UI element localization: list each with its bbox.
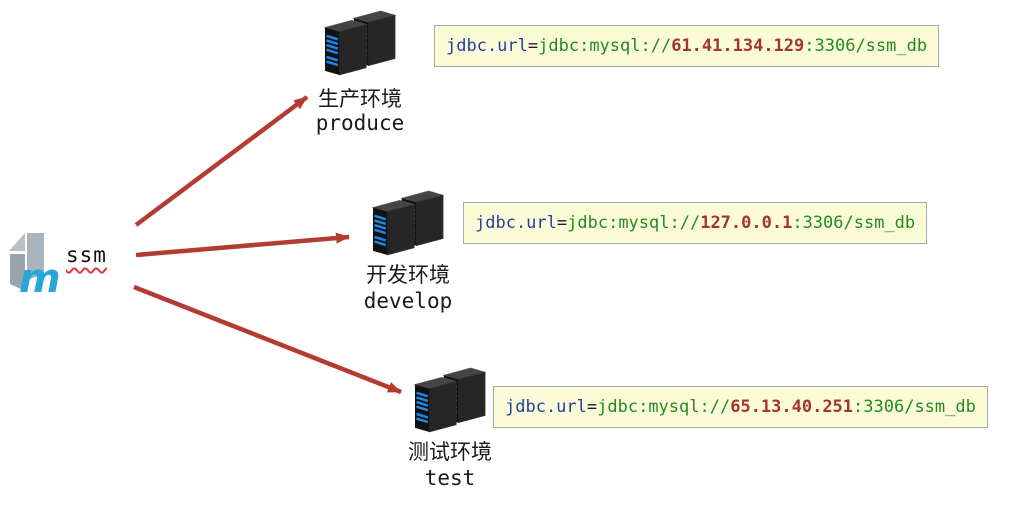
jdbc-prefix: jdbc:mysql:// bbox=[567, 213, 701, 233]
jdbc-prefix: jdbc:mysql:// bbox=[597, 397, 731, 417]
env-name-test-zh: 测试环境 bbox=[408, 440, 492, 464]
jdbc-equals: = bbox=[586, 397, 598, 417]
env-name-produce-en: produce bbox=[315, 111, 405, 135]
server-icon bbox=[412, 366, 488, 434]
maven-icon: m bbox=[6, 228, 64, 300]
jdbc-suffix: :3306/ssm_db bbox=[853, 397, 976, 417]
env-name-develop-zh: 开发环境 bbox=[366, 263, 450, 287]
jdbc-suffix: :3306/ssm_db bbox=[792, 213, 916, 233]
svg-text:m: m bbox=[19, 256, 61, 300]
jdbc-equals: = bbox=[527, 36, 539, 56]
env-name-test-en: test bbox=[424, 466, 476, 490]
jdbc-suffix: :3306/ssm_db bbox=[804, 36, 928, 56]
jdbc-config-develop: jdbc.url=jdbc:mysql://127.0.0.1:3306/ssm… bbox=[463, 202, 928, 244]
jdbc-prefix: jdbc:mysql:// bbox=[538, 36, 672, 56]
jdbc-config-test: jdbc.url=jdbc:mysql://65.13.40.251:3306/… bbox=[493, 386, 988, 428]
env-name-produce-zh: 生产环境 bbox=[318, 87, 402, 111]
jdbc-host: 65.13.40.251 bbox=[730, 397, 854, 417]
jdbc-key: jdbc.url bbox=[505, 397, 587, 417]
jdbc-key: jdbc.url bbox=[446, 36, 528, 56]
jdbc-key: jdbc.url bbox=[475, 213, 557, 233]
project-label: ssm bbox=[66, 243, 107, 267]
arrow-to-develop bbox=[135, 232, 350, 258]
server-icon bbox=[370, 189, 446, 257]
jdbc-host: 127.0.0.1 bbox=[700, 213, 793, 233]
arrow-to-produce bbox=[134, 95, 309, 227]
server-icon bbox=[322, 9, 398, 77]
env-name-develop-en: develop bbox=[363, 289, 453, 313]
jdbc-host: 61.41.134.129 bbox=[671, 36, 805, 56]
jdbc-config-produce: jdbc.url=jdbc:mysql://61.41.134.129:3306… bbox=[434, 25, 940, 67]
jdbc-equals: = bbox=[556, 213, 568, 233]
